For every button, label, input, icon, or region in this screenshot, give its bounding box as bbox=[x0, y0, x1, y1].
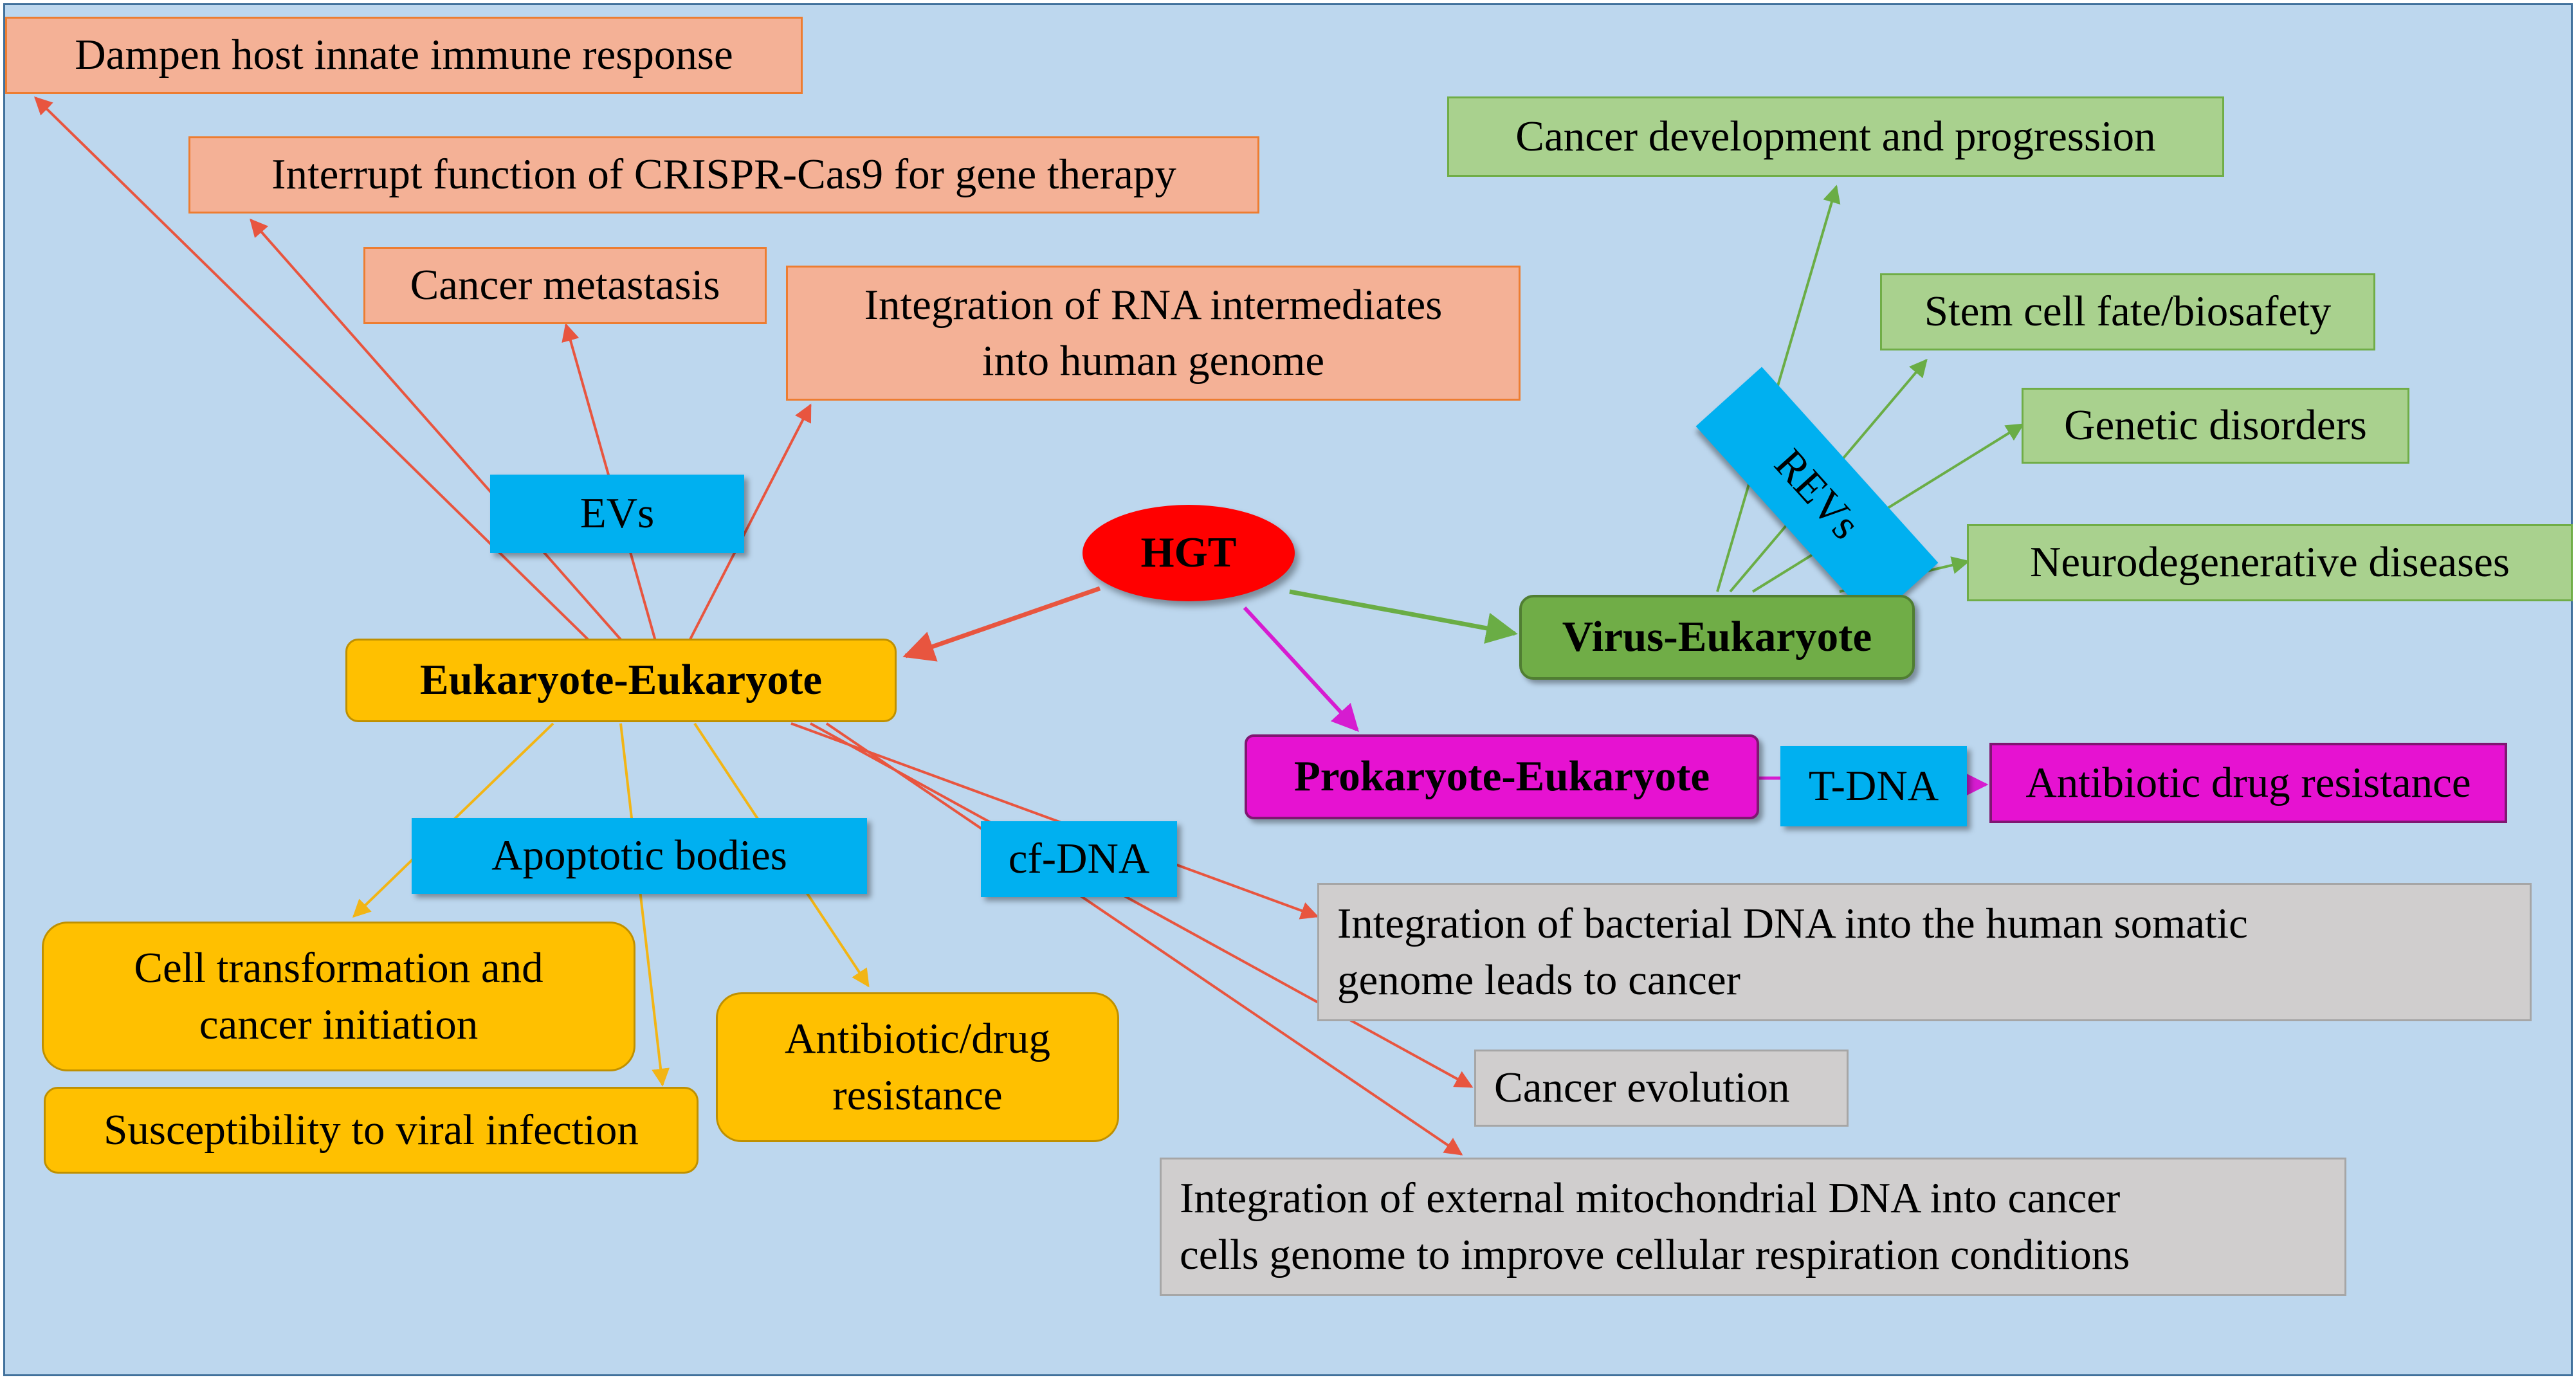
outcome-viral-label: Susceptibility to viral infection bbox=[104, 1105, 639, 1154]
hgt-label: HGT bbox=[1140, 529, 1237, 577]
group-prokaryote-label: Prokaryote-Eukaryote bbox=[1293, 752, 1710, 801]
edge-euk-mito bbox=[825, 722, 1463, 1156]
outcome-cancer-dev-label: Cancer development and progression bbox=[1515, 112, 2156, 160]
outcome-antibiotic-drug-resistance: Antibiotic/drug resistance bbox=[716, 992, 1119, 1142]
outcome-transform-line1: Cell transformation and bbox=[134, 944, 544, 992]
edge-hgt-virus bbox=[1289, 589, 1518, 644]
hgt-hub: HGT bbox=[1082, 505, 1295, 601]
carrier-cfdna-label: cf-DNA bbox=[1008, 835, 1150, 883]
outcome-immune-label: Dampen host innate immune response bbox=[75, 31, 733, 79]
carrier-cf-dna: cf-DNA bbox=[981, 821, 1177, 897]
outcome-genetic-disorders: Genetic disorders bbox=[2022, 388, 2409, 464]
outcome-transform-line2: cancer initiation bbox=[199, 1000, 479, 1048]
outcome-crispr: Interrupt function of CRISPR-Cas9 for ge… bbox=[188, 136, 1259, 214]
edge-euk-rna bbox=[687, 403, 812, 644]
group-eukaryote-label: Eukaryote-Eukaryote bbox=[419, 656, 823, 704]
outcome-viral-susceptibility: Susceptibility to viral infection bbox=[44, 1087, 699, 1174]
outcome-antibiotic-resistance: Antibiotic drug resistance bbox=[1989, 743, 2507, 823]
edge-euk-crispr bbox=[250, 218, 625, 644]
outcome-antibiotic-label: Antibiotic drug resistance bbox=[2025, 758, 2471, 806]
outcome-crispr-label: Interrupt function of CRISPR-Cas9 for ge… bbox=[271, 150, 1176, 199]
group-eukaryote-eukaryote: Eukaryote-Eukaryote bbox=[345, 639, 897, 722]
group-virus-eukaryote: Virus-Eukaryote bbox=[1519, 595, 1915, 680]
outcome-cell-transformation: Cell transformation and cancer initiatio… bbox=[42, 922, 635, 1071]
outcome-cancer-development: Cancer development and progression bbox=[1447, 96, 2224, 177]
outcome-neuro-label: Neurodegenerative diseases bbox=[2030, 538, 2510, 586]
outcome-dampen-immune: Dampen host innate immune response bbox=[5, 17, 803, 94]
group-prokaryote-eukaryote: Prokaryote-Eukaryote bbox=[1245, 734, 1759, 819]
edge-hgt-prokaryote bbox=[1243, 606, 1359, 732]
outcome-mito-line1: Integration of external mitochondrial DN… bbox=[1180, 1174, 2121, 1223]
carrier-evs-label: EVs bbox=[580, 489, 655, 538]
outcome-drug-line1: Antibiotic/drug bbox=[784, 1015, 1051, 1063]
outcome-bacterial-line2: genome leads to cancer bbox=[1337, 956, 1740, 1004]
group-virus-label: Virus-Eukaryote bbox=[1562, 613, 1872, 661]
outcome-rna-line1: Integration of RNA intermediates bbox=[864, 280, 1443, 329]
outcome-stem-cell-label: Stem cell fate/biosafety bbox=[1924, 287, 2332, 336]
carrier-tdna-label: T-DNA bbox=[1808, 761, 1939, 810]
outcome-bacterial-dna: Integration of bacterial DNA into the hu… bbox=[1317, 883, 2532, 1021]
edge-euk-viral bbox=[619, 723, 670, 1087]
carrier-evs: EVs bbox=[490, 475, 744, 553]
edge-hgt-eukaryote bbox=[902, 586, 1101, 662]
edge-euk-evolution bbox=[810, 722, 1474, 1088]
outcome-rna-integration: Integration of RNA intermediates into hu… bbox=[786, 266, 1521, 401]
outcome-bacterial-line1: Integration of bacterial DNA into the hu… bbox=[1337, 900, 2248, 948]
carrier-apoptotic-bodies: Apoptotic bodies bbox=[412, 818, 867, 894]
outcome-cancer-metastasis: Cancer metastasis bbox=[363, 247, 767, 324]
outcome-stem-cell: Stem cell fate/biosafety bbox=[1880, 273, 2375, 350]
outcome-mito-line2: cells genome to improve cellular respira… bbox=[1180, 1230, 2130, 1278]
outcome-mitochondrial-dna: Integration of external mitochondrial DN… bbox=[1160, 1158, 2346, 1296]
carrier-t-dna: T-DNA bbox=[1780, 746, 1967, 826]
outcome-rna-line2: into human genome bbox=[982, 337, 1325, 385]
carrier-apoptotic-label: Apoptotic bodies bbox=[491, 832, 787, 880]
outcome-evolution-label: Cancer evolution bbox=[1494, 1064, 1790, 1112]
edge-euk-bacterial bbox=[790, 722, 1319, 920]
outcome-neurodegenerative: Neurodegenerative diseases bbox=[1967, 524, 2573, 601]
outcome-drug-line2: resistance bbox=[832, 1071, 1003, 1119]
outcome-genetic-label: Genetic disorders bbox=[2064, 401, 2367, 450]
outcome-cancer-evolution: Cancer evolution bbox=[1474, 1050, 1849, 1127]
outcome-metastasis-label: Cancer metastasis bbox=[410, 261, 720, 309]
